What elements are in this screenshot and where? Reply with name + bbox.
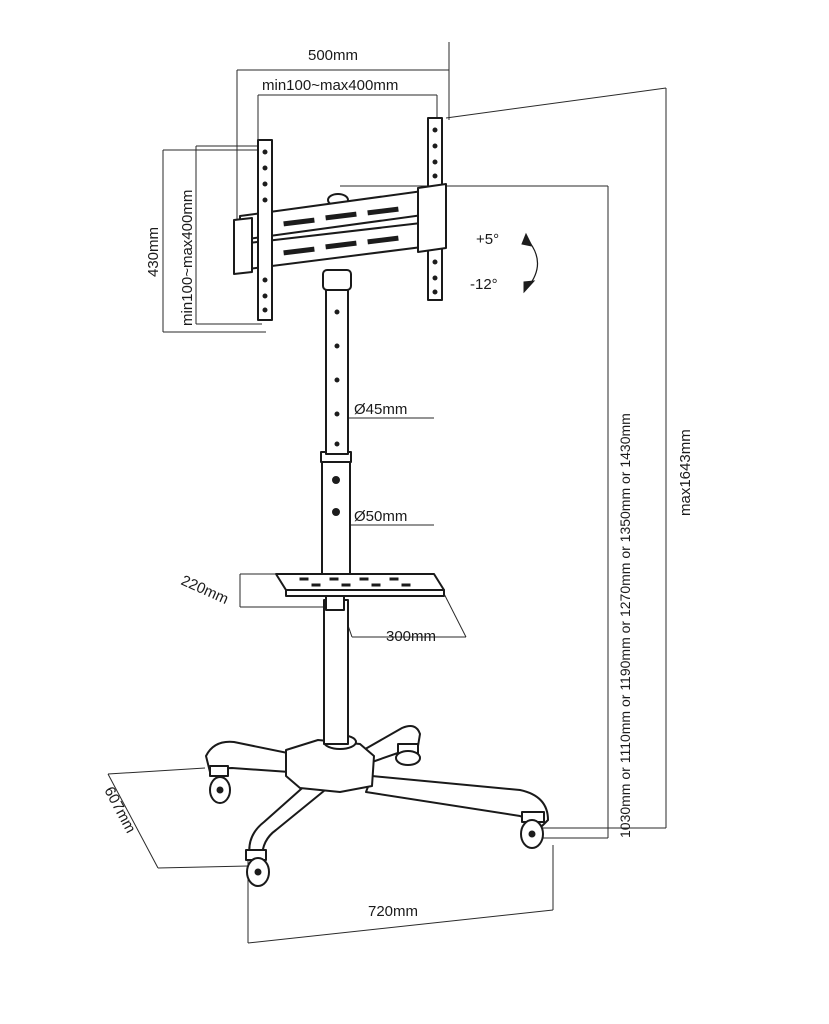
label-430mm: 430mm [145,227,162,277]
label-base-width: 720mm [368,903,418,920]
caster-front-left-icon [245,849,270,887]
label-vesa-horizontal: min100~max400mm [262,77,398,94]
star-base [205,725,549,859]
tilt-arrow-icon [521,232,539,294]
label-tilt-up: +5° [476,231,499,248]
label-pole-lower-diameter: Ø50mm [354,508,407,525]
label-height-options: 1030mm or 1110mm or 1190mm or 1270mm or … [617,413,633,838]
label-max-height: max1643mm [677,429,694,516]
rail-slots [283,206,399,256]
shelf-slots [299,577,411,587]
shelf [275,573,445,611]
caster-back-left-icon [209,765,231,804]
arm-holes [262,127,438,313]
pole [320,269,352,745]
caster-back-right-icon [395,743,421,766]
pole-holes [332,309,340,516]
dimension-lines [107,42,667,944]
label-500mm: 500mm [308,47,358,64]
label-pole-upper-diameter: Ø45mm [354,401,407,418]
label-base-depth: 607mm [100,784,138,836]
label-tilt-down: -12° [470,276,498,293]
tv-bracket [233,117,447,321]
label-shelf-depth: 220mm [178,572,231,608]
label-shelf-width: 300mm [386,628,436,645]
caster-wheels [209,743,545,887]
caster-front-right-icon [520,811,545,849]
label-vesa-vertical: min100~max400mm [179,190,196,326]
